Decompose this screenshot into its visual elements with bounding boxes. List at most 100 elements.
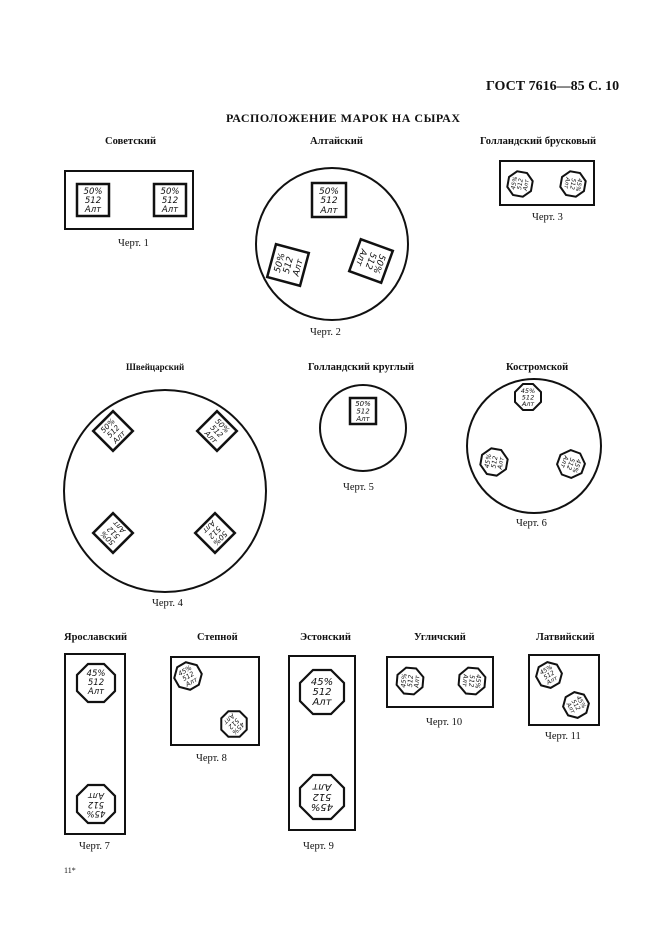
stamp-abbr: Алт [412, 675, 421, 689]
figure-5-caption: Черт. 5 [343, 482, 374, 493]
figure-9-caption: Черт. 9 [303, 841, 334, 852]
figure-5-name: Голландский круглый [308, 362, 415, 373]
stamp-octagon: 45% 512 Алт [514, 383, 542, 411]
figure-4-name: Швейцарский [126, 362, 185, 372]
stamp-abbr: Алт [87, 790, 105, 800]
stamp-number: 512 [282, 255, 296, 274]
stamp-percent: 45% [87, 669, 106, 679]
stamp-percent: 45% [483, 453, 493, 469]
stamp-abbr: Алт [311, 781, 332, 792]
stamp-number: 512 [85, 196, 101, 206]
stamp-abbr: Алт [161, 205, 179, 215]
stamp-number: 512 [312, 687, 331, 698]
figure-11-cheese-rectangle: 45% 512 Алт 45% 512 Алт [528, 654, 600, 726]
figure-4-caption: Черт. 4 [152, 598, 183, 609]
stamp-abbr: Алт [84, 205, 102, 215]
stamp-square: 50% 512 Алт [310, 181, 348, 219]
stamp-abbr: Алт [291, 258, 306, 279]
stamp-percent: 50% [161, 187, 180, 197]
stamp-percent: 45% [87, 808, 106, 818]
figure-11-name: Латвийский [536, 632, 595, 643]
figure-8-name: Степной [197, 632, 238, 643]
stamp-square: 50% 512 Алт [152, 182, 188, 218]
stamp-square: 50% 512 Алт [265, 242, 311, 288]
figure-1-caption: Черт. 1 [118, 238, 149, 249]
figure-10-cheese-rectangle: 45% 512 Алт 45% 512 Алт [386, 656, 494, 708]
stamp-abbr: Алт [496, 456, 506, 471]
figure-7-caption: Черт. 7 [79, 841, 110, 852]
stamp-octagon: 45% 512 Алт [479, 447, 509, 477]
page-title: РАСПОЛОЖЕНИЕ МАРОК НА СЫРАХ [226, 111, 461, 125]
stamp-octagon: 45% 512 Алт [75, 662, 117, 704]
stamp-square: 50% 512 Алт [347, 237, 395, 285]
figure-6-name: Костромской [506, 362, 569, 373]
figure-3-name: Голландский брусковый [480, 136, 597, 147]
figure-5-cheese-circle: 50% 512 Алт [319, 384, 407, 472]
stamp-number: 512 [467, 674, 476, 687]
stamp-abbr: Алт [87, 687, 105, 697]
document-code: ГОСТ 7616—85 С. 10 [486, 79, 620, 94]
figure-11-caption: Черт. 11 [545, 731, 581, 742]
stamp-square: 50% 512 Алт [75, 182, 111, 218]
stamp-number: 512 [568, 178, 577, 191]
figure-8-cheese-rectangle: 45% 512 Алт 45% 512 Алт [170, 656, 260, 746]
stamp-octagon: 45% 512 Алт [298, 773, 346, 821]
figure-10-name: Угличский [414, 632, 466, 643]
figure-1-name: Советский [105, 136, 156, 147]
stamp-abbr: Алт [522, 178, 531, 192]
stamp-percent: 45% [574, 178, 583, 193]
stamp-abbr: Алт [311, 697, 332, 708]
stamp-octagon: 45% 512 Алт [298, 668, 346, 716]
stamp-octagon: 45% 512 Алт [220, 710, 248, 738]
stamp-percent: 45% [473, 674, 482, 689]
stamp-percent: 50% [355, 400, 371, 408]
figure-2-name: Алтайский [310, 136, 363, 147]
stamp-percent: 45% [311, 677, 333, 688]
stamp-number: 512 [543, 669, 557, 681]
stamp-abbr: Алт [355, 415, 370, 423]
stamp-square: 50% 512 Алт [193, 511, 237, 555]
stamp-octagon: 45% 512 Алт [457, 666, 487, 696]
figure-2-caption: Черт. 2 [310, 327, 341, 338]
stamp-percent: 45% [521, 387, 535, 395]
stamp-percent: 50% [319, 187, 339, 197]
figure-10-caption: Черт. 10 [426, 717, 463, 728]
stamp-percent: 45% [311, 801, 333, 812]
stamp-octagon: 45% 512 Алт [173, 661, 203, 691]
stamp-percent: 45% [399, 673, 408, 688]
stamp-square: 50% 512 Алт [91, 409, 135, 453]
stamp-octagon: 45% 512 Алт [75, 783, 117, 825]
stamp-number: 512 [88, 678, 104, 688]
stamp-square: 50% 512 Алт [348, 396, 378, 426]
figure-1-cheese-rectangle: 50% 512 Алт 50% 512 Алт [64, 170, 194, 230]
stamp-number: 512 [516, 178, 525, 191]
figure-8-caption: Черт. 8 [196, 753, 227, 764]
stamp-percent: 45% [510, 176, 519, 191]
figure-3-caption: Черт. 3 [532, 212, 563, 223]
stamp-abbr: Алт [521, 400, 535, 408]
stamp-octagon: 45% 512 Алт [506, 170, 534, 198]
stamp-octagon: 45% 512 Алт [535, 661, 563, 689]
figure-7-cheese-rectangle: 45% 512 Алт 45% 512 Алт [64, 653, 126, 835]
figure-7-name: Ярославский [64, 632, 128, 643]
stamp-square: 50% 512 Алт [195, 409, 239, 453]
stamp-octagon: 45% 512 Алт [559, 170, 587, 198]
stamp-abbr: Алт [562, 176, 571, 190]
figure-3-cheese-rectangle: 45% 512 Алт 45% 512 Алт [499, 160, 595, 206]
figure-6-cheese-circle: 45% 512 Алт 45% 512 Алт 45% 512 Алт [466, 378, 602, 514]
figure-4-cheese-circle: 50% 512 Алт 50% 512 Алт 50% 512 Алт 50% … [63, 389, 267, 593]
stamp-number: 512 [356, 408, 370, 416]
figure-9-name: Эстонский [300, 632, 351, 643]
stamp-number: 512 [406, 675, 415, 688]
stamp-number: 512 [88, 799, 104, 809]
stamp-number: 512 [489, 455, 499, 469]
stamp-number: 512 [570, 699, 582, 713]
figure-2-cheese-circle: 50% 512 Алт 50% 512 Алт 50% 512 Алт [254, 166, 410, 322]
stamp-percent: 50% [84, 187, 103, 197]
stamp-octagon: 45% 512 Алт [555, 448, 587, 480]
stamp-octagon: 45% 512 Алт [562, 691, 590, 719]
stamp-number: 512 [312, 791, 331, 802]
page-footnote-mark: 11* [64, 866, 76, 875]
stamp-number: 512 [522, 394, 534, 402]
stamp-abbr: Алт [460, 673, 469, 687]
